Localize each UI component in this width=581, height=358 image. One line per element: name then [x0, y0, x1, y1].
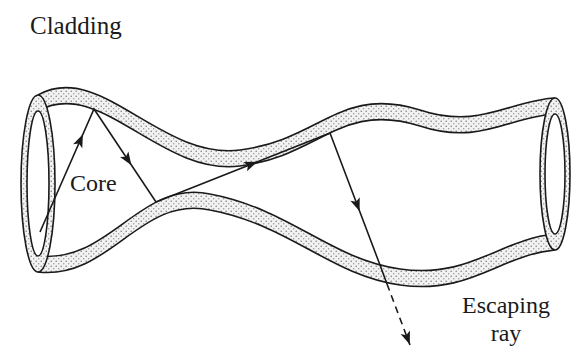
- arrowhead: [120, 152, 136, 168]
- arrowhead: [401, 331, 415, 347]
- arrowhead: [243, 157, 259, 171]
- arrowhead: [350, 197, 364, 213]
- core-edge: [38, 104, 555, 167]
- part-label: Core: [68, 170, 119, 198]
- core-edge: [38, 192, 555, 270]
- end-face-core: [545, 114, 565, 234]
- end-face-core: [27, 111, 49, 256]
- part-label: Cladding: [28, 12, 124, 41]
- cladding: [38, 88, 555, 287]
- end-face: [21, 95, 55, 272]
- part-label: Escaping ray: [448, 292, 564, 347]
- outer-edge: [38, 208, 555, 286]
- end-face: [540, 98, 570, 250]
- light-ray: [40, 109, 387, 284]
- arrowhead: [73, 132, 87, 148]
